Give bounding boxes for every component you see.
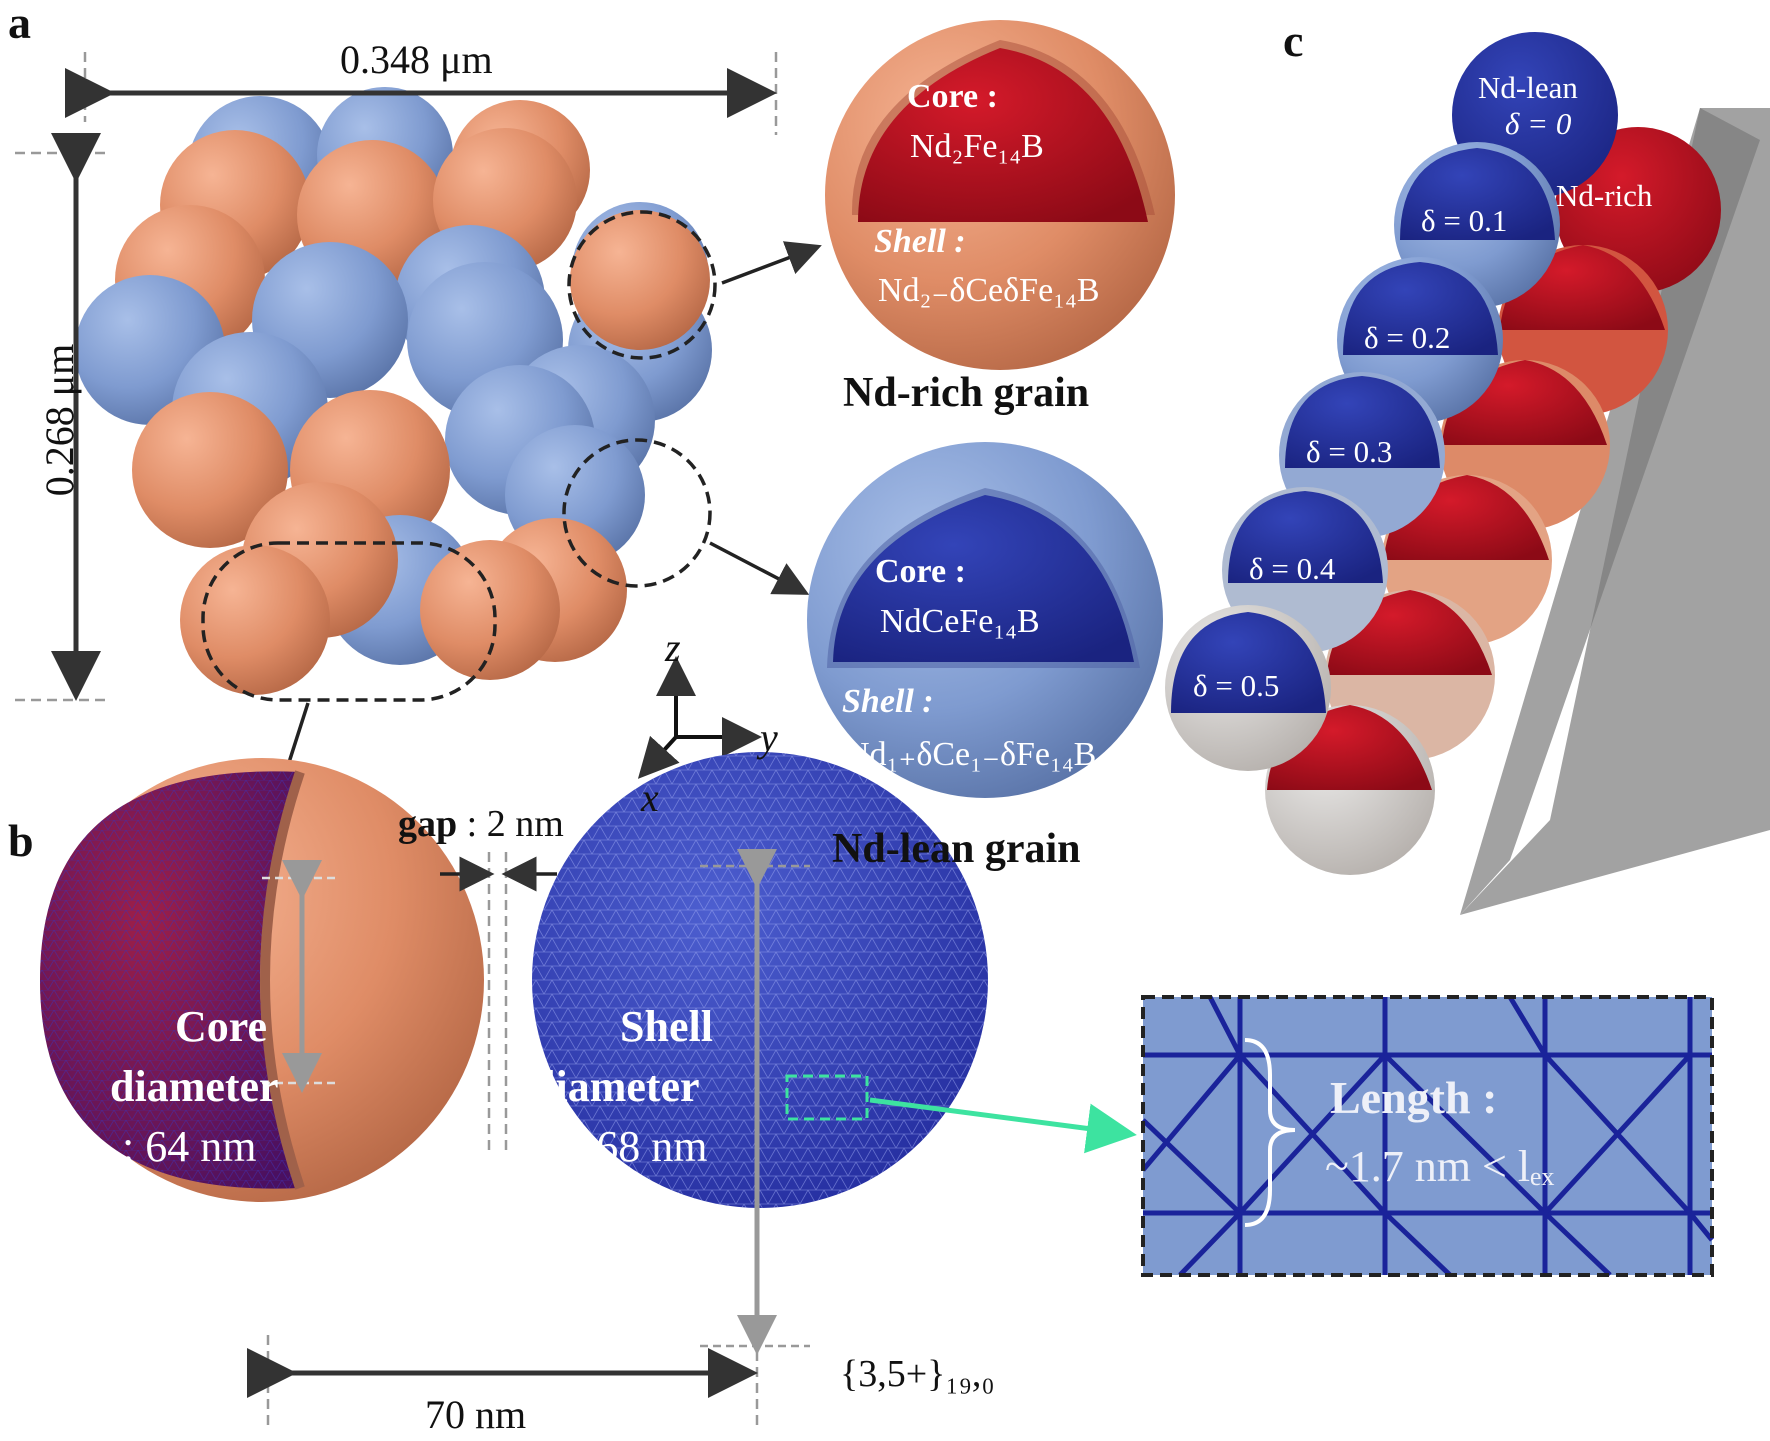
gap-label-bold: gap (398, 803, 458, 845)
mesh-zoom-inset (1141, 995, 1714, 1277)
nd-rich-core-title: Core : (907, 78, 998, 115)
nd-rich-grain-label: Nd-rich grain (843, 370, 1090, 416)
nd-lean-grain-label: Nd-lean grain (832, 826, 1081, 872)
gap-label-value: : 2 nm (457, 803, 564, 845)
panel-label-a: a (8, 0, 31, 48)
gap-marker (440, 852, 557, 1150)
spacing-label: 70 nm (425, 1392, 527, 1437)
nd-lean-shell-title: Shell : (842, 683, 934, 720)
highlight-pair (201, 541, 497, 702)
nd-lean-series-label: Nd-lean (1478, 70, 1578, 105)
axis-z-label: z (665, 625, 681, 670)
nd-rich-shell-formula: Nd₂₋δCeδFe₁₄B (878, 272, 1100, 309)
mesh-length-value: ~1.7 nm < lₑₓ (1325, 1142, 1555, 1191)
panel-label-c: c (1283, 15, 1304, 66)
height-dimension (15, 133, 110, 702)
spacing-dimension (247, 1335, 759, 1425)
delta-label-0-4: δ = 0.4 (1249, 551, 1336, 586)
mesh-notation: {3,5+}₁₉,₀ (840, 1353, 995, 1395)
delta-label-0-1: δ = 0.1 (1421, 203, 1508, 238)
highlight-nd-lean (562, 438, 712, 588)
zoom-arrow (869, 1097, 1137, 1154)
width-label: 0.348 μm (340, 37, 493, 82)
nd-lean-grain-model (807, 442, 1163, 798)
panel-label-b: b (8, 815, 34, 866)
shell-diameter-l3: : 68 nm (573, 1122, 708, 1171)
arrow-to-nd-rich (721, 241, 822, 285)
nd-lean-core-formula: NdCeFe₁₄B (880, 603, 1040, 640)
delta-label-0-5: δ = 0.5 (1193, 668, 1280, 703)
shell-diameter-l1: Shell (620, 1002, 713, 1051)
axis-y-label: y (760, 715, 778, 760)
width-dimension (65, 52, 778, 135)
mesh-length-title: Length : (1330, 1072, 1498, 1123)
shell-diameter-l2: diameter (531, 1062, 700, 1111)
gap-label: gap : 2 nm (398, 805, 564, 843)
height-label: 0.268 μm (37, 343, 82, 497)
core-diameter-l2: diameter (110, 1062, 279, 1111)
core-mesh-sphere (40, 758, 484, 1202)
nd-rich-shell-title: Shell : (874, 223, 966, 260)
delta-series-ramp (1460, 108, 1770, 915)
core-diameter-l3: : 64 nm (122, 1122, 257, 1171)
grain-cluster (75, 87, 712, 695)
core-diameter-l1: Core (175, 1002, 268, 1051)
nd-lean-core-title: Core : (875, 553, 966, 590)
arrow-to-nd-lean (709, 541, 810, 595)
nd-lean-delta-0: δ = 0 (1505, 106, 1572, 141)
nd-lean-shell-formula: Nd₁₊δCe₁₋δFe₁₄B (845, 736, 1097, 773)
coordinate-axes (637, 656, 762, 779)
delta-series-spheres (1165, 32, 1721, 875)
nd-rich-core-formula: Nd₂Fe₁₄B (910, 128, 1044, 165)
nd-rich-grain-model (825, 20, 1175, 370)
nd-rich-series-label: Nd-rich (1556, 178, 1653, 213)
mesh-highlight-box (785, 1074, 869, 1121)
delta-label-0-3: δ = 0.3 (1306, 434, 1393, 469)
axis-x-label: x (641, 775, 659, 820)
delta-label-0-2: δ = 0.2 (1364, 320, 1451, 355)
highlight-nd-rich (567, 210, 717, 360)
